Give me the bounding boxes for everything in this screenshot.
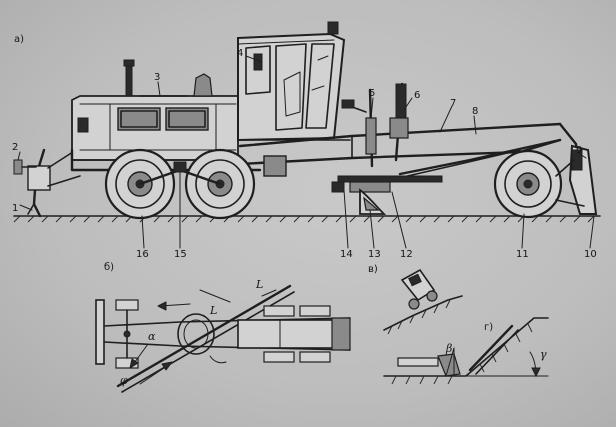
part-number-15: 15 (174, 249, 187, 260)
part-number-8: 8 (472, 106, 478, 117)
part-number-14: 14 (340, 249, 353, 260)
blade-cross-section (397, 347, 461, 377)
moldboard-blade (331, 181, 387, 215)
plan-motion-arrows (129, 301, 227, 385)
slope-blade (468, 324, 519, 375)
engine-hood (71, 59, 239, 161)
part-number-1: 1 (12, 203, 18, 214)
slope-grading-view: в) (368, 264, 463, 335)
lift-cylinders (341, 82, 409, 168)
drawbar (389, 138, 562, 181)
part-number-labels: 1 2 3 4 5 6 7 8 9 10 11 12 13 14 15 16 (12, 48, 597, 260)
gamma-angle-arc (465, 351, 549, 378)
part-number-11: 11 (516, 249, 529, 260)
fuel-tank (263, 155, 287, 177)
plan-rear-tandem (237, 305, 351, 363)
plan-label-L-upper: L (255, 278, 263, 291)
side-view: 1 2 3 4 5 6 7 8 9 10 11 12 13 14 15 16 а… (12, 21, 601, 260)
part-number-3: 3 (154, 72, 160, 83)
section-label-v: в) (368, 264, 378, 275)
ground-line (13, 215, 601, 223)
section-label-b: б) (104, 262, 114, 273)
plan-view: б) (95, 262, 351, 393)
plan-label-L-mid: L (209, 304, 217, 317)
front-dozer-blade (555, 144, 598, 215)
angle-label-beta: β (445, 342, 452, 355)
part-number-9: 9 (576, 145, 582, 156)
part-number-7: 7 (450, 98, 456, 109)
part-number-13: 13 (368, 249, 381, 260)
callout-leaders (17, 55, 595, 249)
section-label-a: а) (14, 34, 24, 45)
section-label-g: г) (484, 322, 493, 333)
front-wheel (493, 149, 563, 219)
part-number-5: 5 (369, 88, 375, 99)
blade-angle-view: г) β γ (383, 317, 549, 385)
part-number-12: 12 (400, 249, 413, 260)
part-number-10: 10 (584, 249, 597, 260)
part-number-16: 16 (136, 249, 149, 260)
plan-front-wheels (115, 299, 139, 369)
angle-label-gamma: γ (540, 348, 547, 361)
slope-machine (400, 268, 438, 310)
part-number-2: 2 (12, 142, 18, 153)
part-number-6: 6 (414, 90, 420, 101)
plan-label-alpha: α (148, 330, 156, 343)
part-number-4: 4 (237, 48, 243, 59)
plan-rear-blade (95, 299, 105, 365)
operator-cab (237, 21, 351, 142)
blade-circle (337, 175, 443, 193)
plan-label-phi: φ (120, 374, 128, 387)
